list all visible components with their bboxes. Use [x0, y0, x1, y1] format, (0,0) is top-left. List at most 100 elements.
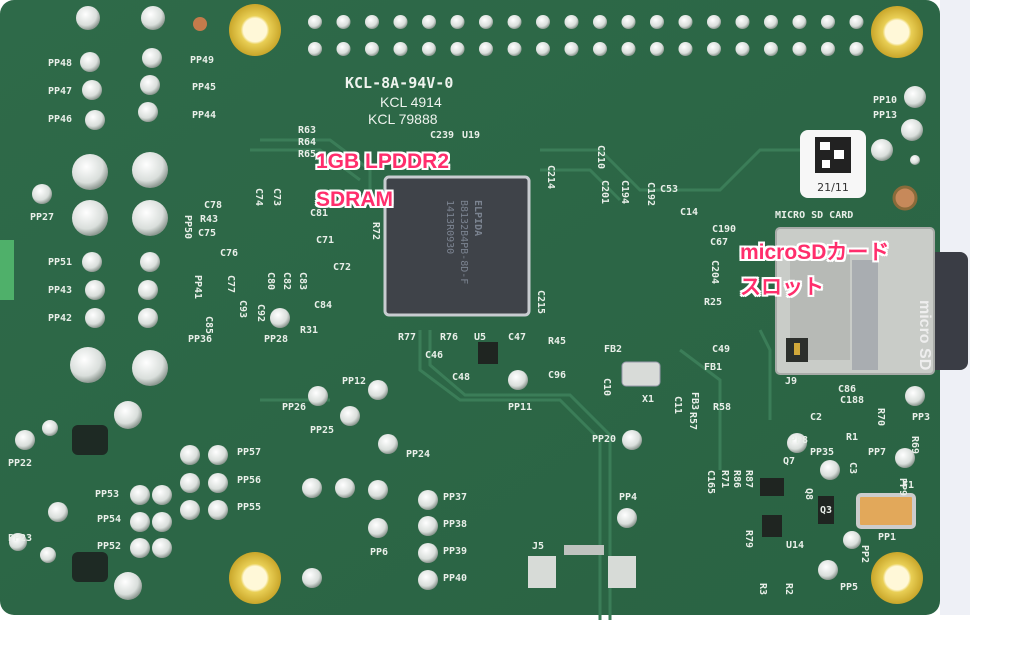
- silkscreen-label: PP38: [443, 519, 467, 530]
- test-pad: [85, 308, 105, 328]
- silkscreen-label: C72: [333, 262, 351, 273]
- test-pad: [140, 252, 160, 272]
- gpio-pin-pad: [536, 42, 550, 56]
- silkscreen-label: PP43: [48, 285, 72, 296]
- ic-q3: [818, 496, 834, 524]
- copper-via: [193, 17, 207, 31]
- test-pad: [617, 508, 637, 528]
- test-pad: [368, 518, 388, 538]
- gpio-pin-pad: [308, 15, 322, 29]
- test-pad: [622, 430, 642, 450]
- test-pad: [180, 445, 200, 465]
- test-pad: [904, 86, 926, 108]
- silkscreen-label: C214: [545, 165, 556, 189]
- gpio-pin-pad: [707, 42, 721, 56]
- test-pad: [208, 473, 228, 493]
- silkscreen-label: R86: [731, 470, 742, 488]
- copper-via: [892, 185, 918, 211]
- gpio-pin-pad: [450, 15, 465, 29]
- mounting-hole: [229, 4, 281, 56]
- gpio-pin-pad: [849, 42, 864, 56]
- silkscreen-label: PP47: [48, 86, 72, 97]
- silkscreen-label: C46: [425, 350, 443, 361]
- gpio-header-pads: [308, 15, 864, 56]
- gpio-pin-pad: [507, 15, 522, 29]
- silkscreen-label: C48: [452, 372, 470, 383]
- annotation-sd-line2: スロット: [740, 276, 824, 299]
- crystal-x1: [621, 361, 661, 387]
- gpio-pin-pad: [593, 15, 607, 29]
- ic-u5: [478, 342, 498, 364]
- silkscreen-label: R65: [298, 149, 316, 160]
- kcl-code-2: KCL 79888: [368, 111, 438, 127]
- silkscreen-label: PP50: [182, 215, 193, 239]
- silkscreen-label: C14: [680, 207, 698, 218]
- silkscreen-label: C77: [225, 275, 236, 293]
- chip-lot: 1413R0930: [444, 200, 455, 254]
- gpio-pin-pad: [707, 15, 721, 29]
- pcb-edge-light: [0, 240, 14, 300]
- silkscreen-label: R45: [548, 336, 566, 347]
- gpio-pin-pad: [735, 42, 750, 56]
- test-pad: [418, 516, 438, 536]
- gpio-pin-pad: [764, 15, 778, 29]
- silkscreen-label: C188: [840, 395, 864, 406]
- test-pad: [378, 434, 398, 454]
- silkscreen-label: PP11: [508, 402, 532, 413]
- silkscreen-label: PP27: [30, 212, 54, 223]
- silkscreen-label: R31: [300, 325, 318, 336]
- test-pad: [142, 48, 162, 68]
- gpio-pin-pad: [479, 42, 493, 56]
- test-pad: [82, 252, 102, 272]
- silkscreen-label: FB1: [704, 362, 722, 373]
- silkscreen-label: PP20: [592, 434, 616, 445]
- test-pad: [895, 448, 915, 468]
- test-pad: [80, 52, 100, 72]
- silkscreen-label: C85: [203, 316, 214, 334]
- annotation-sdram-line2: SDRAM: [316, 188, 393, 211]
- silkscreen-label: PP28: [264, 334, 288, 345]
- silkscreen-label: PP35: [810, 447, 834, 458]
- silkscreen-label: PP55: [237, 502, 261, 513]
- silkscreen-label: PP8: [790, 435, 808, 446]
- silkscreen-label: PP40: [443, 573, 467, 584]
- test-pad: [42, 420, 58, 436]
- silkscreen-label: PP2: [859, 545, 870, 563]
- silkscreen-label: PP22: [8, 458, 32, 469]
- gpio-pin-pad: [564, 42, 579, 56]
- silkscreen-label: R72: [370, 222, 381, 240]
- fuse-f1: [856, 493, 916, 529]
- pad-j5: [608, 556, 636, 588]
- silkscreen-label: C75: [198, 228, 216, 239]
- mounting-hole: [871, 552, 923, 604]
- sd-card-label: micro SD: [916, 300, 933, 370]
- pad-j5: [528, 556, 556, 588]
- test-pad: [340, 406, 360, 426]
- silkscreen-label: PP42: [48, 313, 72, 324]
- test-pad: [208, 445, 228, 465]
- test-pad: [85, 110, 105, 130]
- test-pad: [132, 152, 168, 188]
- silkscreen-label: PP48: [48, 58, 72, 69]
- silkscreen-label: R1: [846, 432, 858, 443]
- silkscreen-label: PP9: [897, 478, 908, 496]
- silkscreen-label: FB3: [689, 392, 700, 410]
- test-pad: [302, 478, 322, 498]
- test-pad: [418, 490, 438, 510]
- gpio-pin-pad: [821, 42, 835, 56]
- gpio-pin-pad: [621, 15, 636, 29]
- silkscreen-label: PP37: [443, 492, 467, 503]
- silkscreen-label: Q8: [803, 488, 814, 500]
- gpio-pin-pad: [422, 15, 436, 29]
- test-pad: [138, 102, 158, 122]
- datamatrix-sticker: 21/11: [800, 130, 866, 198]
- kcl-code-1: KCL 4914: [380, 94, 442, 110]
- test-pad: [114, 572, 142, 600]
- test-pad: [132, 350, 168, 386]
- silkscreen-label: PP54: [97, 514, 121, 525]
- silkscreen-label: U5: [474, 332, 486, 343]
- test-pads: [9, 6, 926, 600]
- test-pad: [418, 543, 438, 563]
- test-pad: [368, 380, 388, 400]
